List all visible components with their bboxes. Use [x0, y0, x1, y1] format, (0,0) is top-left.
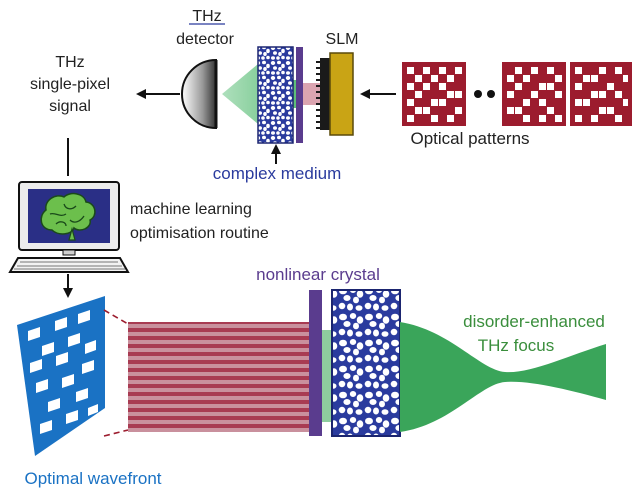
arrow-detector-to-signal — [136, 89, 180, 99]
ml-label-line1: machine learning — [130, 201, 252, 218]
complex-medium-bottom — [331, 289, 401, 437]
ml-label-line2: optimisation routine — [130, 225, 269, 242]
complex-medium-top — [257, 46, 294, 144]
optical-pattern-3 — [570, 62, 632, 126]
nonlinear-crystal — [309, 290, 322, 436]
thz-detector-label-line1: THz — [192, 8, 221, 25]
optical-patterns-label: Optical patterns — [410, 129, 529, 148]
focus-label-line1: disorder-enhanced — [463, 312, 605, 331]
arrow-computer-to-wavefront — [63, 274, 73, 298]
ellipsis-dots — [474, 90, 495, 98]
optical-pattern-1 — [402, 62, 466, 126]
arrow-patterns-to-slm — [360, 89, 396, 99]
optical-pattern-2 — [502, 62, 566, 126]
guide-dash-top — [103, 309, 129, 325]
signal-label-line2: single-pixel — [30, 76, 110, 93]
slm-label: SLM — [326, 31, 359, 48]
guide-dash-bottom — [103, 429, 129, 437]
keyboard-icon — [8, 257, 130, 273]
signal-label-line1: THz — [55, 54, 84, 71]
optical-beam-bottom — [128, 322, 313, 432]
slm-device — [316, 52, 354, 136]
complex-medium-label: complex medium — [213, 164, 342, 183]
brain-icon — [40, 192, 96, 241]
nonlinear-crystal-top — [296, 47, 303, 143]
signal-label-line3: signal — [49, 98, 91, 115]
thz-focus — [400, 322, 606, 432]
thz-detector-label-line2: detector — [176, 31, 234, 48]
nonlinear-crystal-label: nonlinear crystal — [256, 265, 380, 284]
arrow-medium-label-up — [271, 144, 281, 164]
optical-beam-top — [300, 83, 326, 105]
optimal-wavefront-label: Optimal wavefront — [25, 469, 162, 488]
focus-label-line2: THz focus — [478, 336, 555, 355]
half-dome-detector-icon — [181, 58, 218, 130]
optimal-wavefront — [17, 296, 105, 456]
